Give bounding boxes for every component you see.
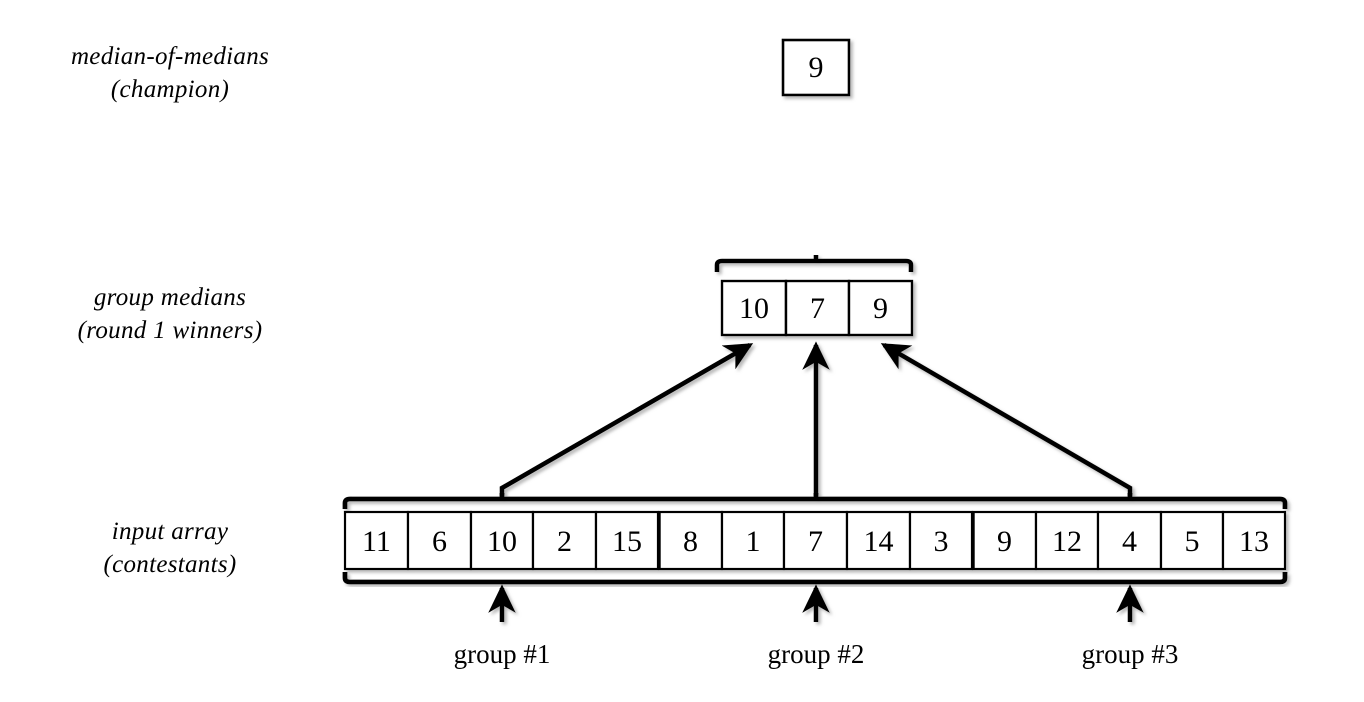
input-cell-box	[1221, 510, 1287, 571]
arrow-up-icon-group1-to-median	[499, 343, 754, 496]
input-cell-box	[971, 510, 1038, 571]
input-cell-box	[657, 510, 724, 571]
input-cell-box	[343, 510, 410, 571]
champion-box-group	[781, 38, 851, 97]
input-cell-box	[469, 510, 535, 571]
input-cell-box	[1034, 510, 1100, 571]
input-cell-box	[594, 510, 660, 571]
input-cell-box	[782, 510, 849, 571]
arrow-up-icon-group3-to-median	[880, 343, 1133, 496]
input-cell-box	[720, 510, 786, 571]
group-dividers	[657, 512, 975, 569]
medians-cell-box	[720, 279, 788, 337]
input-cell-box	[531, 510, 598, 571]
brace-top-icon-input	[342, 493, 1288, 509]
input-cell-box	[908, 510, 974, 571]
medians-row	[720, 279, 914, 337]
brace-bottom-icon-input	[342, 572, 1288, 585]
champion-box	[781, 38, 851, 97]
medians-cell-box	[847, 279, 914, 337]
input-cell-box	[1159, 510, 1225, 571]
input-cell-box	[845, 510, 912, 571]
brace-top-icon-medians	[714, 255, 914, 272]
input-array-row	[343, 510, 1287, 571]
medians-cell-box	[784, 279, 851, 337]
input-cell-box	[406, 510, 473, 571]
input-cell-box	[1096, 510, 1163, 571]
